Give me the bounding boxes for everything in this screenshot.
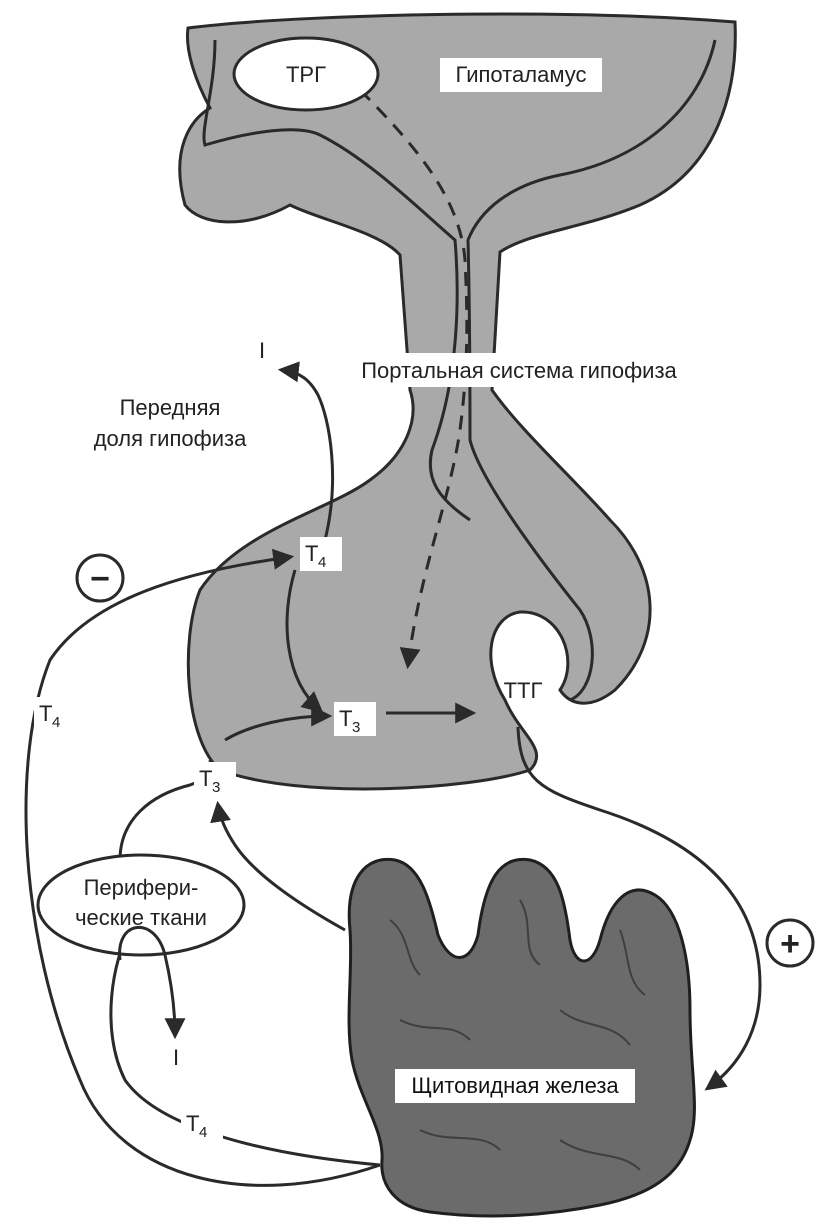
iodine-bottom-label: I <box>173 1045 179 1070</box>
iodine-top-label: I <box>259 338 265 363</box>
inhibition-minus-symbol: − <box>90 560 110 598</box>
t3-circulation-subscript: 3 <box>212 779 220 796</box>
thyroid-gland-shape <box>349 859 694 1216</box>
peripheral-tissues-label-line1: Перифери- <box>84 875 199 900</box>
trh-label: ТРГ <box>286 62 326 87</box>
hypothalamus-pituitary-shape <box>180 14 736 789</box>
t3-pituitary-subscript: 3 <box>352 719 360 736</box>
t4-pituitary-subscript: 4 <box>318 554 326 571</box>
portal-system-label: Портальная система гипофиза <box>361 358 677 383</box>
anterior-pituitary-label-line2: доля гипофиза <box>94 426 247 451</box>
t4-pituitary-label: T <box>305 541 318 566</box>
t4-loop-label: T <box>39 701 52 726</box>
t4-to-peripheral-arrow <box>111 925 380 1165</box>
hypothalamus-label: Гипоталамус <box>456 62 587 87</box>
stimulation-plus-symbol: + <box>780 925 800 963</box>
t3-circulation-label: T <box>199 766 212 791</box>
thyroid-label: Щитовидная железа <box>411 1073 619 1098</box>
t4-loop-subscript: 4 <box>52 714 60 731</box>
t3-pituitary-label: T <box>339 706 352 731</box>
t4-lower-label: T <box>186 1111 199 1136</box>
t4-lower-subscript: 4 <box>199 1124 207 1141</box>
tsh-label: ТТГ <box>504 678 543 703</box>
anterior-pituitary-label-line1: Передняя <box>120 395 221 420</box>
